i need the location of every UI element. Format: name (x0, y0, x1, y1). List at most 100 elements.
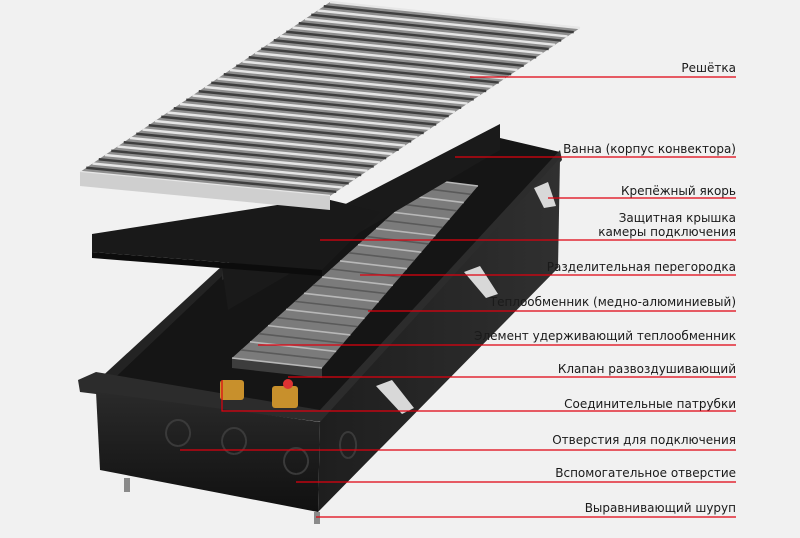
exchanger-fin (357, 243, 422, 253)
grille-slat (254, 51, 506, 80)
heat-exchanger (231, 179, 479, 378)
housing-left-wall (96, 266, 222, 392)
exchanger-fin (276, 316, 358, 328)
label-valve: Клапан развоздушивающий (557, 362, 736, 376)
grille-slat (267, 43, 518, 72)
exchanger-fin (294, 300, 372, 311)
exchanger-fin (240, 349, 330, 361)
leader-line-pipes (221, 380, 736, 412)
grille-slat (148, 124, 399, 151)
exchanger-fins (231, 179, 479, 369)
label-cover: Защитная крышка камеры подключения (598, 211, 736, 239)
exchanger-fin (348, 252, 415, 262)
grille-slat (217, 77, 468, 105)
grille-slat (242, 60, 493, 88)
leveling-screw-foot-2 (314, 512, 320, 524)
anchor-3 (376, 380, 414, 414)
label-anchor: Крепёжный якорь (621, 184, 736, 198)
grille-slat (192, 94, 443, 122)
grille-slat (117, 145, 368, 172)
grille-slat (167, 111, 418, 139)
grille-slat (173, 107, 424, 135)
grille-slat (186, 98, 437, 126)
exchanger-fin (402, 203, 457, 212)
grille-slat (179, 102, 431, 130)
housing-rim (78, 150, 562, 422)
housing-front-wall (96, 392, 320, 512)
grille-slat (92, 162, 343, 189)
grille-slat (198, 90, 449, 118)
exchanger-fin (375, 227, 436, 237)
grille-slat (236, 64, 487, 93)
aux-hole-shape (283, 447, 310, 475)
brass-fitting-1 (220, 380, 244, 400)
grille-slat (211, 81, 462, 109)
exchanger-fin (330, 268, 401, 278)
label-exchanger: Теплообменник (медно-алюминиевый) (489, 295, 736, 309)
grille-end-frame (80, 172, 330, 210)
exchanger-fin (411, 195, 464, 204)
fastening-anchors (376, 182, 556, 414)
exchanger-fin (303, 292, 379, 303)
side-hole-1 (339, 431, 358, 459)
exchanger-fin (231, 357, 323, 369)
grille-slat (129, 136, 381, 164)
label-holes: Отверстия для подключения (552, 433, 736, 447)
label-housing: Ванна (корпус конвектора) (563, 142, 736, 156)
leveling-screw-foot-1 (124, 478, 130, 492)
grille-slat (142, 128, 393, 156)
label-partition: Разделительная перегородка (546, 260, 736, 274)
label-aux-hole: Вспомогательное отверстие (555, 466, 736, 480)
grille-slat (229, 68, 481, 97)
exchanger-fin (312, 284, 386, 295)
leader-lines (180, 76, 736, 518)
grille-slat (154, 119, 406, 147)
grille-slat (136, 132, 387, 160)
exchanger-fin (285, 308, 365, 320)
grille-slat (292, 26, 543, 55)
brass-fitting-2 (272, 386, 298, 408)
exchanger-fin (267, 324, 351, 336)
label-holder: Элемент удерживающий теплообменник (474, 329, 736, 343)
label-screw: Выравнивающий шуруп (584, 501, 736, 515)
grille-slat (223, 73, 474, 101)
exchanger-fin (321, 276, 394, 287)
connection-hole-2 (221, 427, 248, 455)
exchanger-fin (258, 332, 344, 344)
grille-slat (298, 22, 549, 51)
exchanger-front (232, 358, 322, 378)
grille-slat (204, 85, 456, 114)
connection-hole-1 (165, 419, 192, 447)
grille-slat (317, 9, 568, 38)
brass-fittings (220, 379, 298, 408)
grille-slat (248, 56, 499, 84)
protective-cover (92, 198, 380, 270)
grille-slat (329, 0, 581, 30)
grille-slat (304, 17, 556, 46)
anchor-2 (464, 266, 498, 298)
label-pipes: Соединительные патрубки (564, 397, 736, 411)
exchanger-fin (384, 219, 443, 229)
grille (79, 0, 581, 210)
grille-slat (123, 141, 374, 168)
grille-slat (98, 158, 349, 185)
grille-slat (111, 149, 362, 177)
grille-slat (261, 47, 512, 76)
label-grille: Решётка (681, 61, 736, 75)
protective-cover-edge (92, 252, 322, 276)
grille-slat (286, 30, 537, 59)
grille-slat (161, 115, 412, 143)
grille-slat (86, 166, 337, 193)
grille-slat (273, 39, 524, 67)
grille-slat (279, 34, 531, 63)
grille-slat (323, 5, 574, 34)
air-valve (283, 379, 293, 389)
exchanger-fin (393, 211, 450, 220)
grille-slat (311, 13, 562, 42)
exchanger-fin (339, 260, 408, 270)
housing-right-wall (318, 158, 560, 512)
exchanger-fin (249, 341, 337, 353)
exchanger-top (232, 180, 478, 368)
anchor-1 (534, 182, 556, 208)
